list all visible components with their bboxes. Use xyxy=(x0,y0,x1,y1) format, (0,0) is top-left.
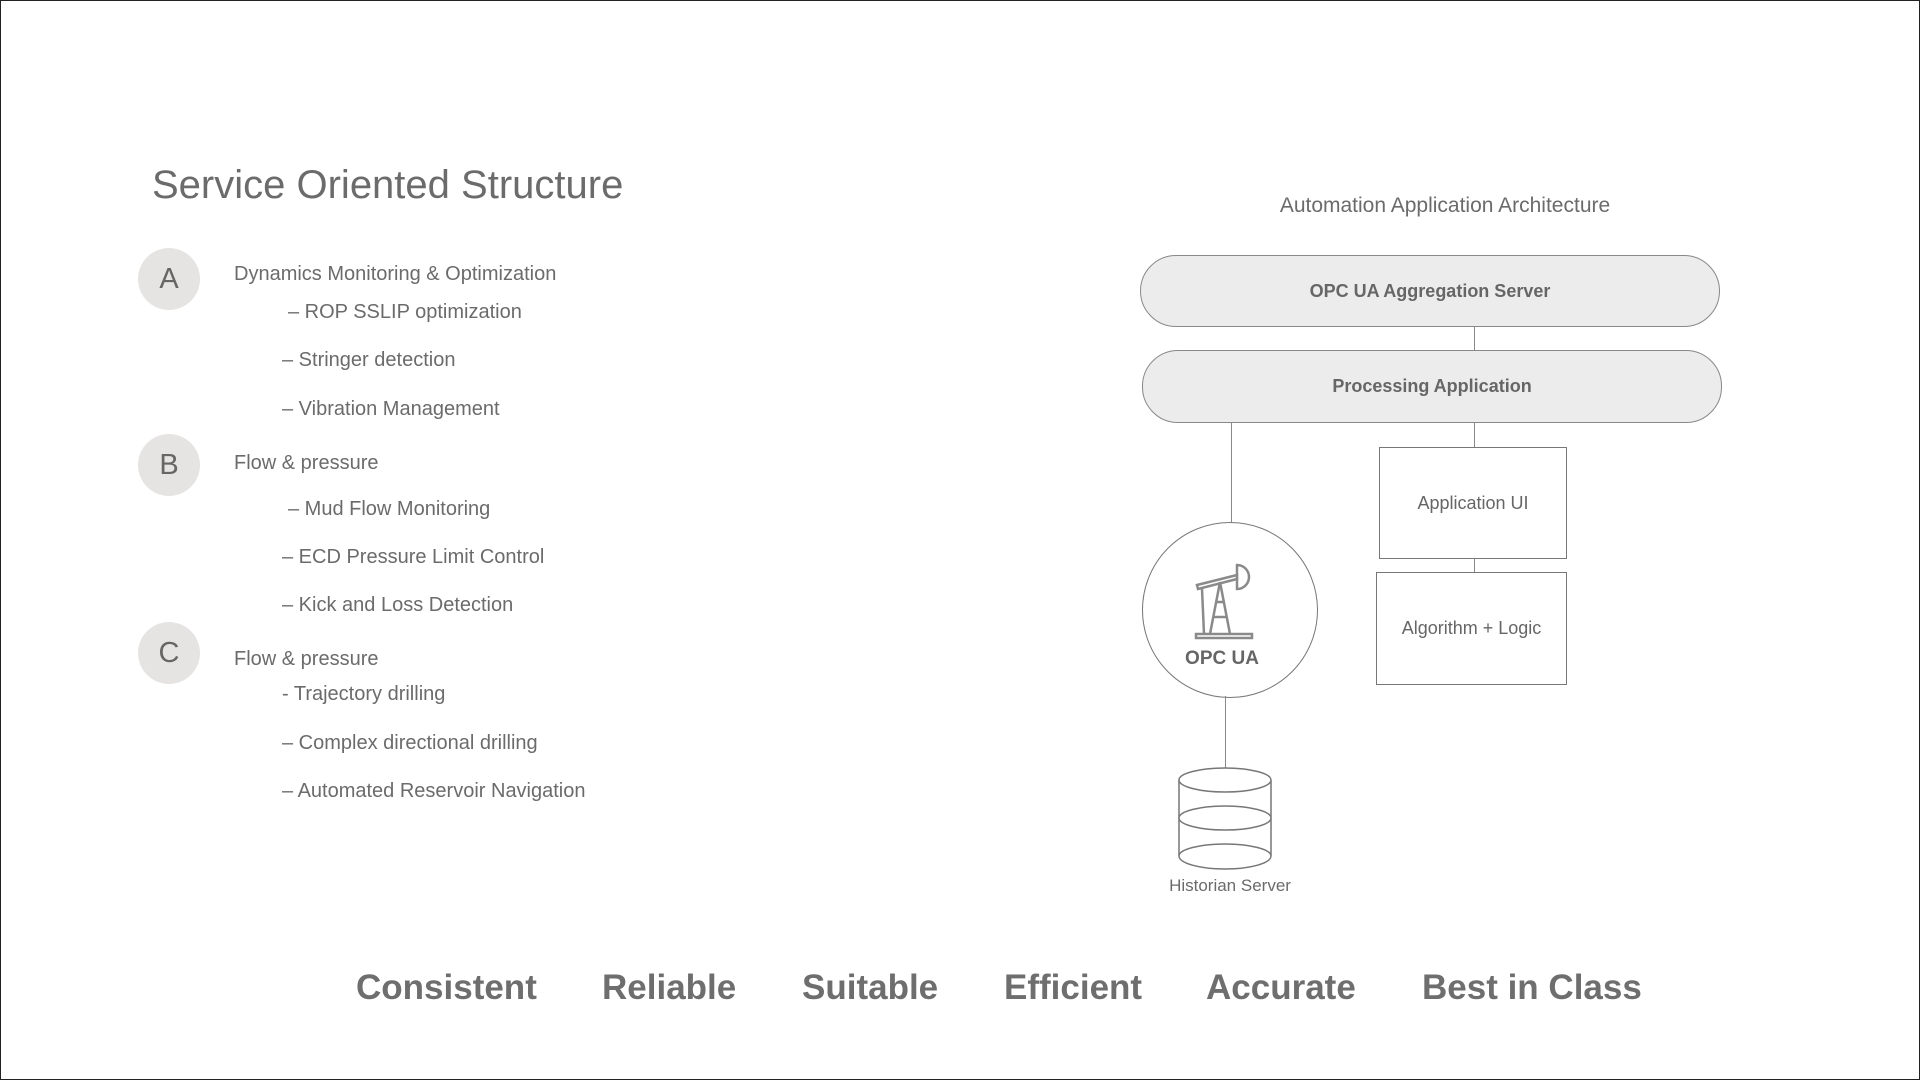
value-consistent: Consistent xyxy=(356,968,537,1007)
historian-server-label: Historian Server xyxy=(1169,876,1291,895)
badge-b: B xyxy=(138,434,200,496)
oil-pump-icon xyxy=(1194,563,1254,640)
opc-ua-label: OPC UA xyxy=(1185,648,1259,669)
value-efficient: Efficient xyxy=(1004,968,1143,1007)
algorithm-logic-node: Algorithm + Logic xyxy=(1376,572,1567,685)
list-item: - Trajectory drilling xyxy=(282,683,446,705)
value-accurate: Accurate xyxy=(1206,968,1356,1007)
value-best-in-class: Best in Class xyxy=(1422,968,1642,1007)
connector xyxy=(1231,422,1232,522)
value-reliable: Reliable xyxy=(602,968,737,1007)
list-item: – ROP SSLIP optimization xyxy=(288,301,522,323)
list-item: – Stringer detection xyxy=(282,349,456,371)
aggregation-server-node: OPC UA Aggregation Server xyxy=(1140,255,1720,327)
page-title: Service Oriented Structure xyxy=(152,163,624,207)
opc-ua-node xyxy=(1142,522,1318,698)
processing-application-node: Processing Application xyxy=(1142,350,1722,423)
value-suitable: Suitable xyxy=(802,968,939,1007)
list-item: – ECD Pressure Limit Control xyxy=(282,546,545,568)
architecture-title: Automation Application Architecture xyxy=(1279,194,1611,217)
list-item: – Kick and Loss Detection xyxy=(282,594,514,616)
database-icon xyxy=(1178,767,1272,870)
section-c-heading: Flow & pressure xyxy=(234,648,379,670)
badge-c: C xyxy=(138,622,200,684)
list-item: – Vibration Management xyxy=(282,398,500,420)
badge-a: A xyxy=(138,248,200,310)
connector xyxy=(1474,326,1475,350)
section-a-heading: Dynamics Monitoring & Optimization xyxy=(234,263,557,285)
connector xyxy=(1474,422,1475,447)
connector xyxy=(1474,558,1475,572)
list-item: – Mud Flow Monitoring xyxy=(288,498,491,520)
section-b-heading: Flow & pressure xyxy=(234,452,379,474)
list-item: – Complex directional drilling xyxy=(282,732,538,754)
list-item: – Automated Reservoir Navigation xyxy=(282,780,586,802)
application-ui-node: Application UI xyxy=(1379,447,1567,559)
connector xyxy=(1225,696,1226,768)
